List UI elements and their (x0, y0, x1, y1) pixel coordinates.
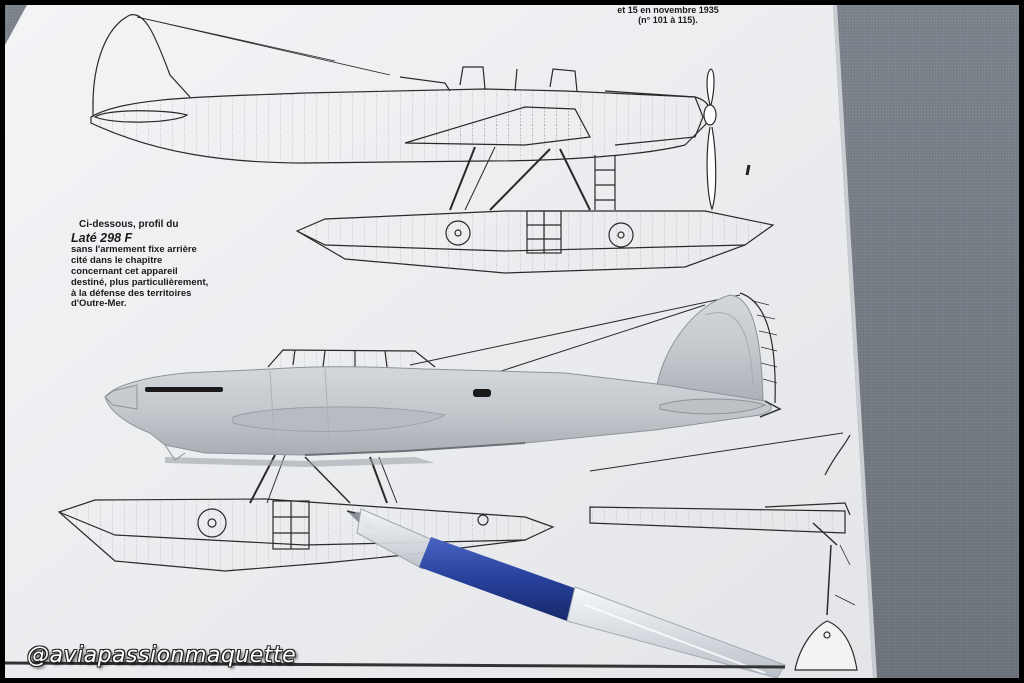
header-line-1: et 15 en novembre 1935 (617, 5, 719, 15)
header-line-2: (n° 101 à 115). (638, 15, 698, 26)
watermark: @aviapassionmaquette (27, 643, 297, 668)
caption-line-1: Ci-dessous, profil du (79, 219, 179, 230)
caption-line-4: cité dans le chapitre (71, 254, 163, 266)
caption-line-8: d'Outre-Mer. (71, 298, 127, 310)
caption-line-3: sans l'armement fixe arrière (71, 243, 197, 255)
sheet-header-caption: et 15 en novembre 1935 (n° 101 à 115). (603, 5, 733, 26)
photograph: et 15 en novembre 1935 (n° 101 à 115). C… (5, 5, 1019, 678)
bottom-profile-drawing (57, 292, 858, 671)
caption-line-2: Laté 298 F (71, 230, 133, 245)
caption-line-6: destiné, plus particulièrement, (71, 276, 209, 288)
top-profile-drawing (90, 14, 775, 274)
caption-line-5: concernant cet appareil (71, 265, 178, 277)
ballpoint-pen (346, 508, 786, 678)
model-fuselage (104, 294, 782, 461)
caption-line-7: à la défense des territoires (71, 287, 192, 299)
plan-sheet (5, 5, 877, 678)
sheet-caption: Ci-dessous, profil du Laté 298 F sans l'… (71, 219, 208, 310)
